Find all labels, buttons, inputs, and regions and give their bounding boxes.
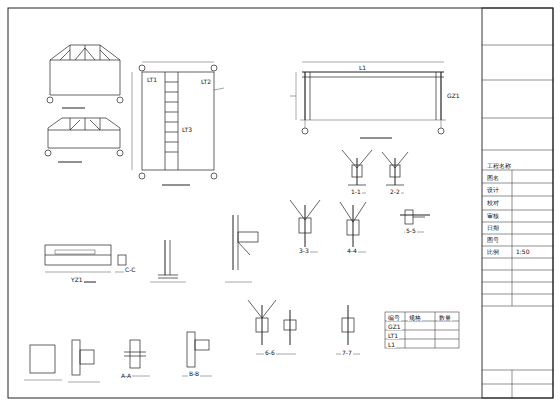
title-block-text: 比例 — [486, 248, 500, 255]
table-cell: LT1 — [387, 332, 399, 339]
view-label: 6-6 — [264, 349, 276, 356]
view-label: LT2 — [200, 78, 212, 85]
title-block-text: 图号 — [486, 236, 500, 243]
title-block-text: 校对 — [486, 199, 500, 206]
view-label: C-C — [124, 266, 137, 273]
title-block-text: 日期 — [486, 224, 500, 231]
view-label: GZ1 — [446, 92, 461, 99]
view-label: L1 — [358, 64, 367, 71]
title-block-text: 设计 — [486, 186, 500, 193]
table-cell: L1 — [387, 341, 396, 348]
view-label: A-A — [120, 372, 132, 379]
view-label: 7-7 — [341, 349, 353, 356]
view-label: LT3 — [181, 126, 193, 133]
view-label: B-B — [188, 370, 200, 377]
view-label: LT1 — [146, 76, 158, 83]
view-label: 2-2 — [389, 188, 401, 195]
view-label: 1-1 — [350, 188, 362, 195]
view-label: 5-5 — [405, 227, 417, 234]
title-block-text: 1:50 — [515, 248, 530, 255]
view-label: YZ1 — [70, 276, 84, 283]
table-cell: 数量 — [438, 314, 452, 321]
table-cell: GZ1 — [387, 323, 402, 330]
title-block-text: 图名 — [486, 174, 500, 181]
title-block-text: 审核 — [486, 212, 500, 219]
title-block-text: 工程名称 — [486, 162, 512, 169]
table-cell: 编号 — [387, 314, 401, 321]
view-label: 4-4 — [346, 247, 358, 254]
table-cell: 规格 — [408, 314, 422, 321]
view-label: 3-3 — [298, 247, 310, 254]
